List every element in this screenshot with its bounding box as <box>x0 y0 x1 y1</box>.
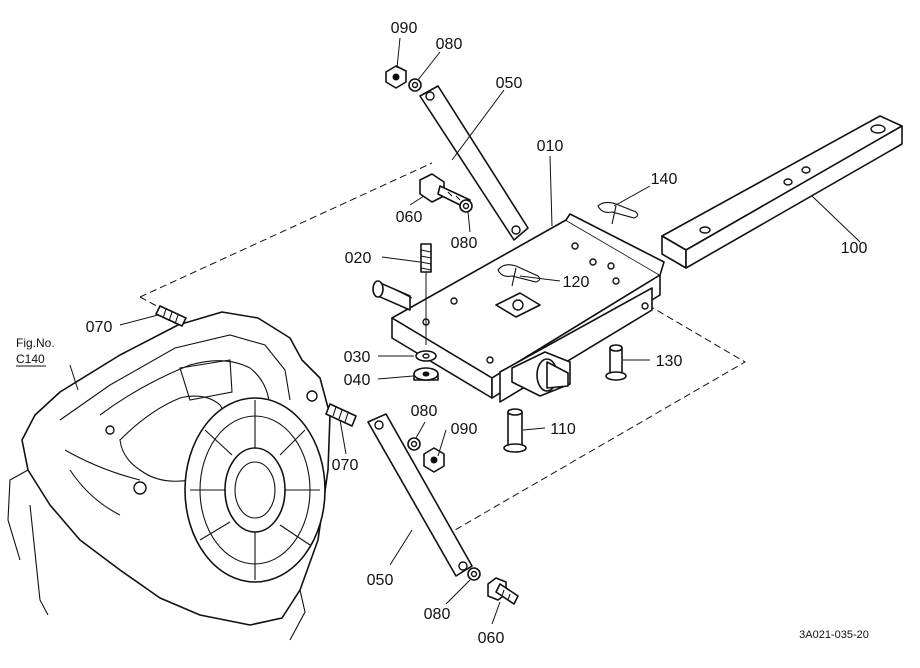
callout-090-low: 090 <box>451 421 478 438</box>
top-strap-050 <box>385 65 529 241</box>
callout-100: 100 <box>841 240 868 257</box>
bolt-020-stack <box>413 243 439 381</box>
figref-label: Fig.No. <box>16 336 55 350</box>
callout-060-bottom: 060 <box>478 630 505 647</box>
leader-lines <box>69 37 861 625</box>
callout-130: 130 <box>656 353 683 370</box>
callout-050-low: 050 <box>367 572 394 589</box>
clip-120 <box>497 264 541 287</box>
callout-140: 140 <box>651 171 678 188</box>
drawing-code: 3A021-035-20 <box>799 629 869 641</box>
pin-130 <box>605 344 627 381</box>
callout-080-bottom: 080 <box>424 606 451 623</box>
callout-080-top: 080 <box>436 36 463 53</box>
callout-110: 110 <box>550 421 576 438</box>
pin-110 <box>503 408 527 453</box>
transmission-case <box>7 311 331 641</box>
callout-010: 010 <box>537 138 564 155</box>
callout-050-top: 050 <box>496 75 523 92</box>
callout-020: 020 <box>345 250 372 267</box>
main-bracket-010 <box>372 213 665 403</box>
callout-030: 030 <box>344 349 371 366</box>
callout-090-top: 090 <box>391 20 418 37</box>
drawbar-100 <box>661 115 903 269</box>
figref-number: C140 <box>16 352 45 366</box>
callout-labels: 090 080 050 010 140 060 080 100 020 120 … <box>86 20 868 647</box>
callout-120: 120 <box>563 274 590 291</box>
lower-strap-050 <box>325 403 519 605</box>
callout-070-left: 070 <box>86 319 113 336</box>
clip-140 <box>597 201 639 225</box>
figure-reference: Fig.No. C140 <box>16 336 55 367</box>
callout-070-low: 070 <box>332 457 359 474</box>
callout-060-top: 060 <box>396 209 423 226</box>
callout-080-low: 080 <box>411 403 438 420</box>
callout-040: 040 <box>344 372 371 389</box>
callout-080-mid: 080 <box>451 235 478 252</box>
stud-070-left <box>155 305 187 327</box>
